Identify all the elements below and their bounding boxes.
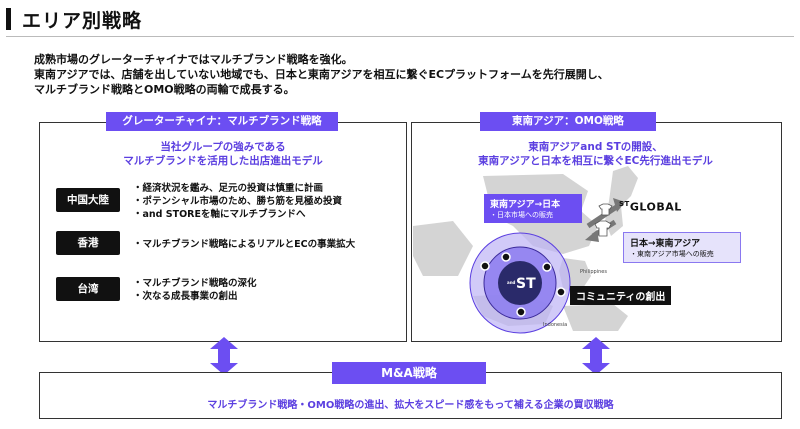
box-sea-to-japan-title: 東南アジア→日本	[490, 200, 561, 210]
intro-line-2: 東南アジアでは、店舗を出していない地域でも、日本と東南アジアを相互に繋ぐECプラ…	[34, 68, 609, 81]
region-label-mainland: 中国大陸	[56, 188, 120, 212]
greater-china-subtitle-2: マルチブランドを活用した出店進出モデル	[123, 155, 323, 167]
taiwan-bullet-1: ・マルチブランド戦略の深化	[133, 278, 257, 289]
box-japan-to-sea-sub: ・東南アジア市場への販売	[630, 250, 714, 258]
mainland-bullet-2: ・ポテンシャル市場のため、勝ち筋を見極め投資	[133, 196, 343, 207]
inner-ring	[498, 261, 542, 305]
southeast-asia-subtitle-1: 東南アジアand STの開設、	[528, 141, 663, 153]
mainland-bullet-3: ・and STOREを軸にマルチブランドへ	[133, 209, 306, 220]
double-arrow-right	[582, 337, 610, 375]
region-label-taiwan: 台湾	[56, 277, 120, 301]
st-global-logo: STGLOBAL	[619, 200, 682, 214]
page-title: エリア別戦略	[22, 10, 143, 32]
ma-strategy-text: マルチブランド戦略・OMO戦略の進出、拡大をスピード感をもって補える企業の買収戦…	[207, 400, 614, 411]
double-arrow-left	[210, 337, 238, 375]
box-sea-to-japan-sub: ・日本市場への販売	[490, 211, 553, 219]
map-label-indonesia: Indonesia	[543, 322, 567, 328]
node-dot	[556, 287, 566, 297]
southeast-asia-subtitle-2: 東南アジアと日本を相互に繋ぐEC先行進出モデル	[478, 155, 713, 167]
box-japan-to-sea-title: 日本→東南アジア	[630, 239, 701, 249]
mainland-bullet-1: ・経済状況を鑑み、足元の投資は慎重に計画	[133, 183, 324, 194]
community-label: コミュニティの創出	[570, 286, 672, 305]
intro-line-1: 成熟市場のグレーターチャイナではマルチブランド戦略を強化。	[34, 53, 353, 66]
ma-strategy-tag: M&A戦略	[332, 362, 486, 384]
node-dot	[480, 261, 490, 271]
title-divider	[6, 36, 794, 37]
region-label-hongkong: 香港	[56, 231, 120, 255]
map-label-philippines: Philippines	[580, 269, 607, 275]
greater-china-subtitle-1: 当社グループの強みである	[160, 141, 286, 153]
node-dot	[516, 307, 526, 317]
node-dot	[542, 262, 552, 272]
greater-china-tag: グレーターチャイナ：マルチブランド戦略	[106, 112, 338, 131]
hongkong-bullet-1: ・マルチブランド戦略によるリアルとECの事業拡大	[133, 239, 356, 250]
southeast-asia-tag: 東南アジア：OMO戦略	[480, 112, 656, 131]
tshirt-icon	[594, 220, 612, 237]
title-accent-bar	[6, 8, 11, 30]
svg-text:and: and	[507, 280, 516, 285]
tshirt-icon	[598, 203, 613, 216]
node-dot	[501, 252, 511, 262]
taiwan-bullet-2: ・次なる成長事業の創出	[133, 291, 238, 302]
intro-line-3: マルチブランド戦略とOMO戦略の両輪で成長する。	[34, 83, 295, 96]
box-japan-to-sea: 日本→東南アジア ・東南アジア市場への販売	[623, 232, 741, 263]
st-logo-text: ST	[516, 276, 536, 292]
box-sea-to-japan: 東南アジア→日本 ・日本市場への販売	[484, 194, 582, 223]
arrow-up	[586, 203, 620, 229]
